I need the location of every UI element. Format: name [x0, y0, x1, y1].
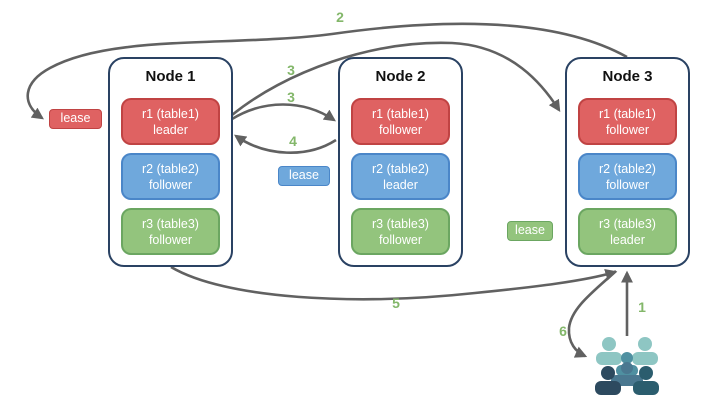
replica-role: leader — [153, 122, 188, 137]
node1-replica-r2: r2 (table2) follower — [121, 153, 220, 200]
node3-replica-r2: r2 (table2) follower — [578, 153, 677, 200]
replica-range: r1 (table1) — [142, 106, 199, 121]
node-2: Node 2 r1 (table1) follower r2 (table2) … — [338, 57, 463, 267]
step-label-2: 2 — [336, 9, 344, 25]
node-1: Node 1 r1 (table1) leader r2 (table2) fo… — [108, 57, 233, 267]
node-title: Node 1 — [145, 68, 196, 85]
lease-badge-r2: lease — [278, 166, 330, 186]
node-title: Node 2 — [375, 68, 426, 85]
step-label-3b: 3 — [287, 89, 295, 105]
replica-range: r2 (table2) — [142, 161, 199, 176]
node3-replica-r1: r1 (table1) follower — [578, 98, 677, 145]
replica-range: r2 (table2) — [372, 161, 429, 176]
lease-badge-r1: lease — [49, 109, 102, 129]
step-label-6: 6 — [559, 323, 567, 339]
replica-range: r1 (table1) — [599, 106, 656, 121]
node1-replica-r3: r3 (table3) follower — [121, 208, 220, 255]
arrow-step-3-leader-to-node2 — [231, 103, 336, 122]
replica-role: leader — [610, 232, 645, 247]
node-3: Node 3 r1 (table1) follower r2 (table2) … — [565, 57, 690, 267]
lease-badge-r3: lease — [507, 221, 553, 241]
replica-range: r3 (table3) — [599, 216, 656, 231]
node1-replica-r1: r1 (table1) leader — [121, 98, 220, 145]
arrow-step-6-node3-to-client — [567, 270, 617, 358]
replica-role: follower — [605, 177, 650, 192]
step-label-1: 1 — [638, 299, 646, 315]
replica-role: follower — [148, 177, 193, 192]
step-label-5: 5 — [392, 295, 400, 311]
replica-role: follower — [378, 232, 423, 247]
replica-role: follower — [378, 122, 423, 137]
arrow-step-2-node3-to-lease — [26, 22, 628, 120]
step-label-4: 4 — [289, 133, 297, 149]
arrow-step-3-leader-to-node3 — [231, 41, 561, 117]
node-title: Node 3 — [602, 68, 653, 85]
node2-replica-r2: r2 (table2) leader — [351, 153, 450, 200]
arrow-step-4-ack-to-leader — [234, 134, 337, 154]
replica-role: leader — [383, 177, 418, 192]
replica-range: r3 (table3) — [372, 216, 429, 231]
replica-range: r1 (table1) — [372, 106, 429, 121]
replica-range: r2 (table2) — [599, 161, 656, 176]
node2-replica-r1: r1 (table1) follower — [351, 98, 450, 145]
replica-range: r3 (table3) — [142, 216, 199, 231]
node2-replica-r3: r3 (table3) follower — [351, 208, 450, 255]
arrow-step-5-node1-to-node3 — [170, 265, 618, 301]
users-icon — [595, 337, 659, 395]
step-label-3a: 3 — [287, 62, 295, 78]
node3-replica-r3: r3 (table3) leader — [578, 208, 677, 255]
replica-role: follower — [148, 232, 193, 247]
replica-role: follower — [605, 122, 650, 137]
